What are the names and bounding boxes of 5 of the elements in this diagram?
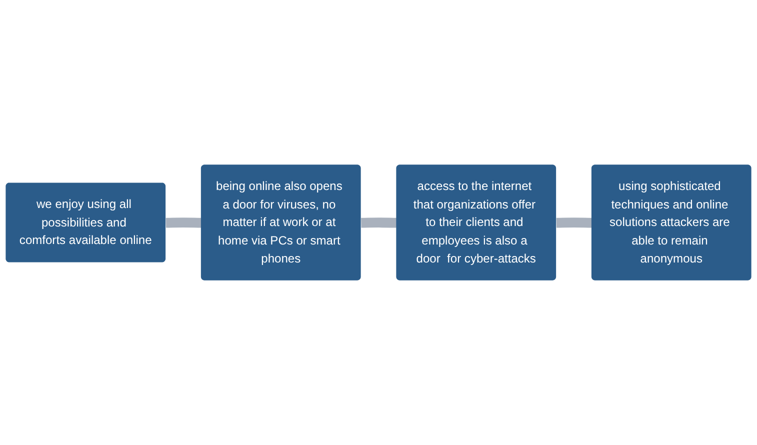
node-box: being online also opens a door for viruses, no matter if at work or at home via PCs or smart phones: [200, 164, 361, 280]
connector: [359, 218, 398, 228]
node-box: access to the internet that organizations offer to their clients and employees is also a door for cyber-attacks: [396, 164, 556, 280]
node-box: we enjoy using all possibilities and comforts available online: [6, 182, 166, 262]
node-box: using sophisticated techniques and online solutions attackers are able to remain anonymous: [591, 164, 752, 280]
